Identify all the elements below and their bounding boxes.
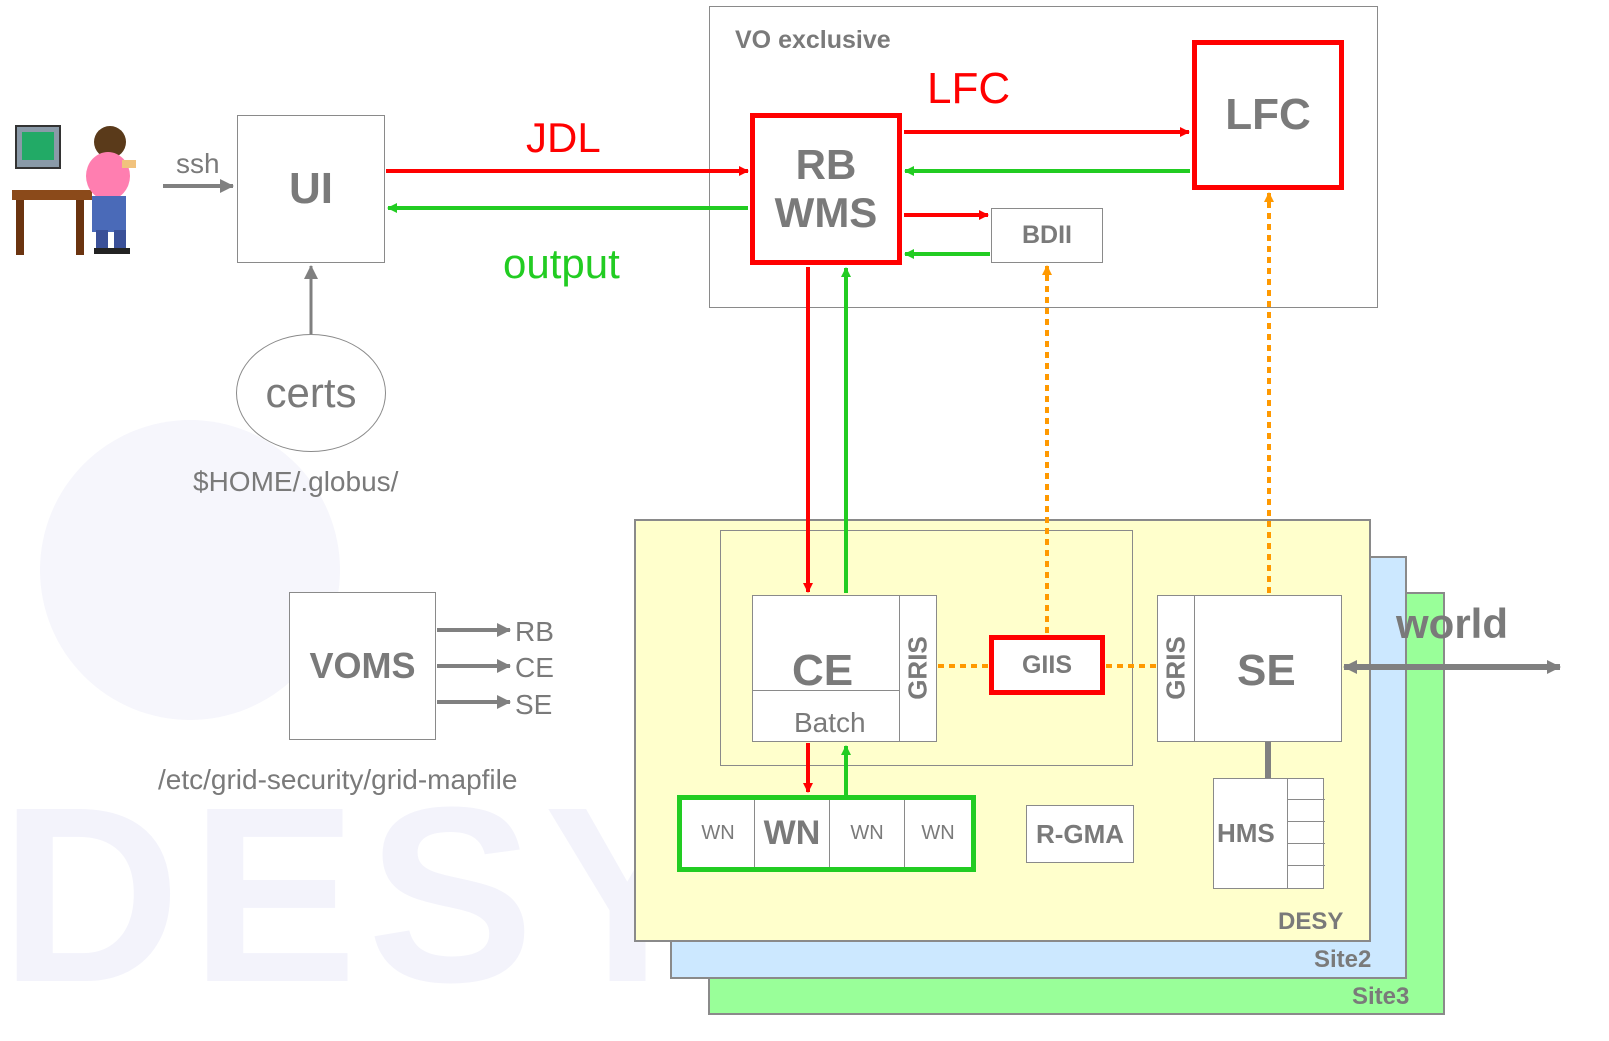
se-gris-divider xyxy=(1194,595,1195,742)
voms-target-rb: RB xyxy=(515,616,554,647)
ce-label: CE xyxy=(792,646,854,695)
wn-node: WN xyxy=(755,800,830,867)
output-label: output xyxy=(503,240,620,287)
hms-label: HMS xyxy=(1217,818,1275,848)
ce-node xyxy=(752,595,937,742)
wn-node-label: WN xyxy=(701,822,735,844)
hms-node xyxy=(1213,778,1324,889)
wn-node: WN xyxy=(905,800,971,867)
rgma-node: R-GMA xyxy=(1026,805,1134,863)
ce-gris-divider xyxy=(899,595,900,742)
voms-node: VOMS xyxy=(289,592,436,740)
desy-watermark: DESY xyxy=(0,755,721,1034)
ssh-label: ssh xyxy=(176,148,220,179)
site-name-desy: DESY xyxy=(1278,908,1344,935)
rb-label: RB xyxy=(795,141,857,188)
rb-wms-node: RB WMS xyxy=(750,113,902,265)
voms-target-ce: CE xyxy=(515,652,554,683)
ce-group-frame xyxy=(720,530,1133,766)
giis-label: GIIS xyxy=(1021,650,1072,679)
ui-node-label: UI xyxy=(289,164,333,213)
site-name-site2: Site2 xyxy=(1314,946,1372,973)
wms-label: WMS xyxy=(774,189,878,236)
wn-node-label: WN xyxy=(921,822,955,844)
certs-path: $HOME/.globus/ xyxy=(193,466,399,497)
voms-label: VOMS xyxy=(309,645,416,686)
ce-batch-divider xyxy=(752,690,900,691)
wn-node-label: WN xyxy=(850,822,884,844)
site-name-site3: Site3 xyxy=(1352,983,1410,1010)
lfc-node-label: LFC xyxy=(1225,90,1311,139)
batch-label: Batch xyxy=(794,707,866,738)
se-node xyxy=(1157,595,1342,742)
certs-label: certs xyxy=(265,369,357,416)
wn-node: WN xyxy=(682,800,755,867)
voms-mapfile-path: /etc/grid-security/grid-mapfile xyxy=(158,764,518,795)
wn-node-label: WN xyxy=(763,814,821,852)
lfc-node: LFC xyxy=(1192,40,1344,190)
bdii-label: BDII xyxy=(1022,221,1072,249)
vo-exclusive-title: VO exclusive xyxy=(735,26,891,54)
ui-node: UI xyxy=(237,115,385,263)
giis-node: GIIS xyxy=(989,635,1105,695)
rgma-label: R-GMA xyxy=(1035,818,1125,849)
wn-node: WN xyxy=(830,800,905,867)
world-label: world xyxy=(1396,600,1508,647)
bdii-node: BDII xyxy=(991,208,1103,263)
jdl-label: JDL xyxy=(526,114,601,161)
hms-slots xyxy=(1287,778,1325,889)
wn-group: WN WN WN WN xyxy=(677,795,976,872)
certs-store: certs xyxy=(236,334,386,452)
se-label: SE xyxy=(1237,646,1296,695)
lfc-link-label: LFC xyxy=(927,64,1011,113)
user-at-computer-icon xyxy=(10,120,145,260)
voms-target-se: SE xyxy=(515,689,553,720)
